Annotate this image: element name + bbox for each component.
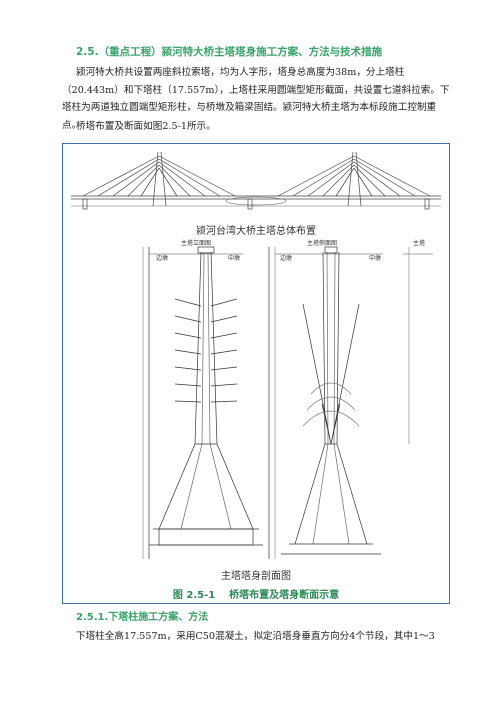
right-header: 主塔侧面图 <box>307 239 337 247</box>
figure-caption-top: 颍河台湾大桥主塔总体布置 <box>196 226 316 237</box>
bridge-drawing: 边墩 中墩 主塔立面图 边墩 <box>71 151 441 559</box>
right-pier-label-2: 中墩 <box>369 254 381 262</box>
left-pier-label-2: 中墩 <box>228 254 240 262</box>
figure-caption-bottom: 主塔塔身剖面图 <box>221 571 291 582</box>
paragraph-subsection: 下塔柱全高17.557m，采用C50混凝土，拟定沿塔身垂直方向分4个节段，其中1… <box>76 631 435 642</box>
section-heading: 2.5.（重点工程）颍河特大桥主塔塔身施工方案、方法与技术措施 <box>76 46 383 58</box>
right-pier-label-1: 边墩 <box>280 254 292 262</box>
left-pier-label-1: 边墩 <box>156 254 168 262</box>
left-header: 主塔立面图 <box>181 239 211 247</box>
left-tower-elevation <box>142 246 263 559</box>
paragraph-figure-ref: 桥塔布置及断面如图2.5-1所示。 <box>76 121 216 132</box>
figure-title: 图 2.5-1 桥塔布置及塔身断面示意 <box>172 590 340 601</box>
subsection-heading: 2.5.1.下塔柱施工方案、方法 <box>76 612 209 623</box>
bridge-elevation <box>71 151 441 210</box>
figure-box: 边墩 中墩 主塔立面图 边墩 <box>62 143 450 604</box>
paragraph-intro: 颍河特大桥共设置两座斜拉索塔，均为人字形，塔身总高度为38m，分上塔柱（20.4… <box>62 67 450 131</box>
right-tower-section <box>268 246 433 559</box>
far-right-label: 主塔 <box>413 239 425 247</box>
